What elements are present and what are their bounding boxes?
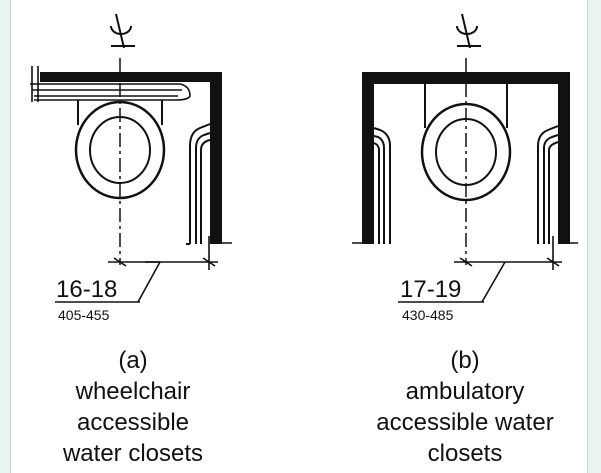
figure-b-dimension-mm: 430-485 <box>402 307 454 323</box>
figure-a-centerline-symbol <box>110 13 135 49</box>
figure-a-caption-line-2: accessible <box>77 409 189 436</box>
figure-b-dimension-line <box>398 236 562 303</box>
figure-b-caption-letter: (b) <box>450 347 479 374</box>
figure-b-back-wall <box>362 72 570 84</box>
figure-b-left-partition <box>373 127 391 244</box>
figure-a-dimension-mm: 405-455 <box>58 307 110 323</box>
figure-b-caption-line-3: closets <box>428 440 503 467</box>
figure-a-side-wall <box>210 72 222 244</box>
figure-a-partition <box>186 123 211 245</box>
figure-a-caption-line-3: water closets <box>62 440 203 467</box>
figure-b-centerline-symbol <box>456 13 481 49</box>
figure-b-dimension-inches: 17-19 <box>400 276 461 303</box>
figure-b-caption-line-1: ambulatory <box>406 378 525 405</box>
figure-a-dimension-line <box>55 236 218 303</box>
figure-b-water-closet <box>420 84 512 202</box>
figure-b-left-wall <box>362 72 374 244</box>
figure-a-back-wall <box>40 72 220 82</box>
figure-b-right-partition <box>537 125 559 244</box>
figure-a-water-closet <box>74 100 166 200</box>
figure-b-caption-line-2: accessible water <box>376 409 553 436</box>
figure-a-caption-letter: (a) <box>118 347 147 374</box>
figure-a-caption-line-1: wheelchair <box>75 378 191 405</box>
figure-b-right-wall <box>558 72 570 244</box>
figure-b-drawing <box>352 13 578 303</box>
figure-a-grab-bar <box>30 66 191 102</box>
figure-a-drawing <box>30 13 232 303</box>
figure-a-dimension-inches: 16-18 <box>56 276 117 303</box>
